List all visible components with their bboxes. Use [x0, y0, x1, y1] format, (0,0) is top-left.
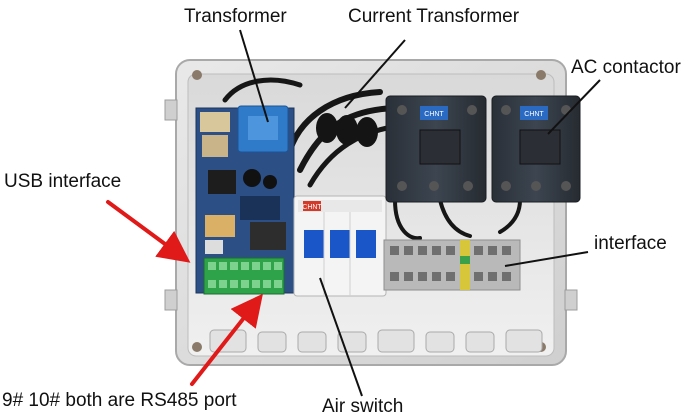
label-air-switch: Air switch [322, 396, 404, 417]
breaker-brand-text: CHNT [302, 204, 322, 211]
green-terminal-block [203, 257, 285, 295]
label-transformer: Transformer [184, 6, 287, 27]
transformer-unit [237, 105, 289, 153]
interface-terminal-strip [383, 239, 521, 291]
contactor-brand-left: CHNT [424, 111, 444, 118]
label-usb-interface: USB interface [4, 171, 122, 192]
label-rs485-port: 9# 10# both are RS485 port [2, 390, 237, 411]
air-switch-breaker: CHNT [293, 195, 387, 297]
contactor-brand-right: CHNT [524, 111, 544, 118]
leader-transformer [239, 29, 269, 123]
arrow-usb [106, 200, 191, 263]
leader-current-transformer [344, 39, 406, 109]
ac-contactor-right: CHNT [491, 95, 581, 203]
label-ac-contactor: AC contactor [571, 57, 681, 78]
leader-interface [504, 251, 589, 267]
leader-air-switch [319, 277, 363, 397]
leader-ac-contactor [547, 79, 601, 135]
leader-lines [239, 29, 601, 397]
arrow-rs485 [190, 293, 263, 386]
current-transformer-coils [316, 113, 378, 147]
ac-contactor-left: CHNT [385, 95, 487, 203]
red-arrows [106, 200, 263, 386]
label-current-transformer: Current Transformer [348, 6, 520, 27]
label-interface: interface [594, 233, 667, 254]
